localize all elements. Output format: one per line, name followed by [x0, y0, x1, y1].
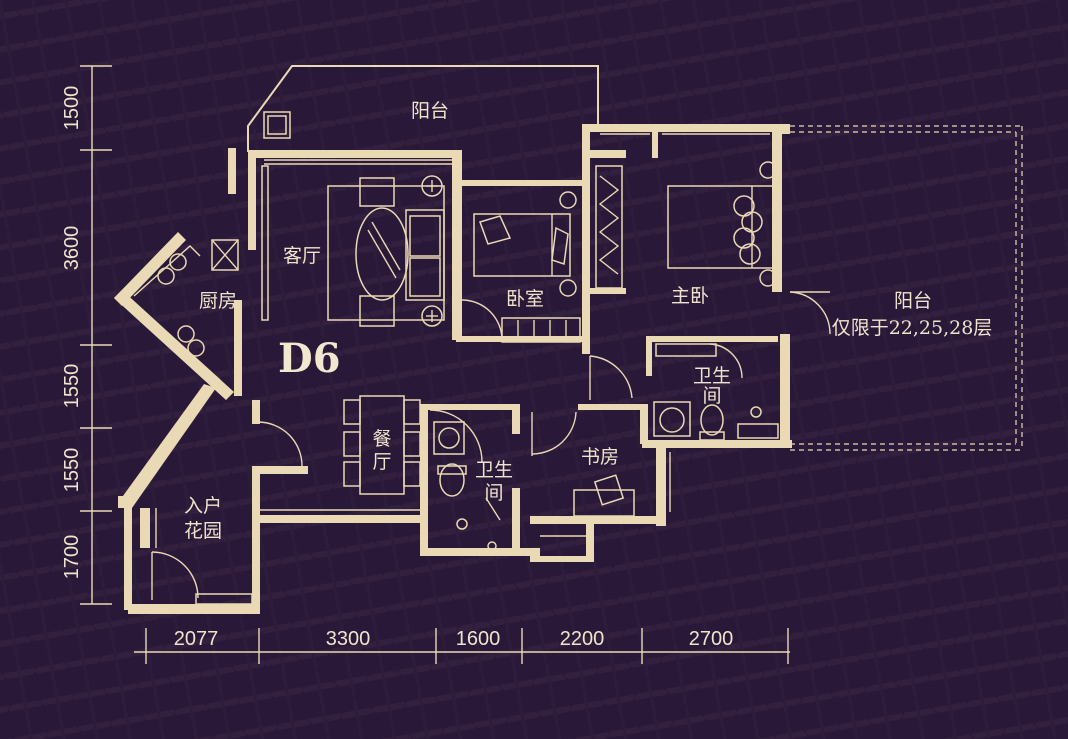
label-dining-1: 餐 [372, 428, 391, 450]
right-balcony-outline [790, 125, 1023, 451]
plan-id: D6 [278, 335, 341, 382]
entry-garden-fixtures [155, 508, 253, 605]
label-balcony-note: 仅限于22,25,28层 [832, 317, 993, 339]
dim-v-5: 1700 [61, 535, 83, 580]
dim-h-1: 2077 [174, 628, 219, 650]
mid-bathroom-fixtures [433, 421, 501, 551]
dim-v-3: 1550 [61, 364, 83, 409]
walls [114, 65, 792, 614]
study-desk [573, 474, 635, 517]
label-entry-garden-2: 花园 [184, 520, 222, 542]
dim-v-2: 3600 [61, 226, 83, 271]
vertical-dimension-line [80, 65, 112, 605]
label-bathroom-right-1: 卫生 [693, 365, 731, 387]
living-room-sofa-set [261, 165, 445, 327]
label-entry-garden-1: 入户 [184, 495, 222, 517]
dining-table-set [343, 395, 421, 495]
dim-h-3: 1600 [456, 628, 501, 650]
doors [151, 291, 831, 600]
horizontal-dimension-line [134, 628, 790, 664]
dim-v-1: 1500 [61, 86, 83, 131]
right-bathroom-fixtures [653, 343, 779, 441]
dim-h-4: 2200 [560, 628, 605, 650]
windows [258, 129, 770, 537]
kitchen-counter [131, 111, 291, 381]
label-bathroom-mid-1: 卫生 [475, 459, 513, 481]
label-bathroom-mid-2: 间 [484, 482, 503, 504]
label-study: 书房 [581, 446, 619, 468]
label-master-bedroom: 主卧 [671, 285, 709, 307]
label-bedroom: 卧室 [506, 288, 544, 310]
label-bathroom-right-2: 间 [702, 385, 721, 407]
dim-h-2: 3300 [326, 628, 371, 650]
master-bedroom-bed [595, 161, 777, 289]
dim-h-5: 2700 [689, 628, 734, 650]
label-balcony-right: 阳台 [894, 290, 932, 312]
label-living-room: 客厅 [283, 245, 321, 267]
label-kitchen: 厨房 [199, 290, 237, 312]
label-dining-2: 厅 [372, 451, 391, 473]
bedroom-bed [473, 191, 581, 343]
dim-v-4: 1550 [61, 448, 83, 493]
label-balcony-top: 阳台 [411, 100, 449, 122]
